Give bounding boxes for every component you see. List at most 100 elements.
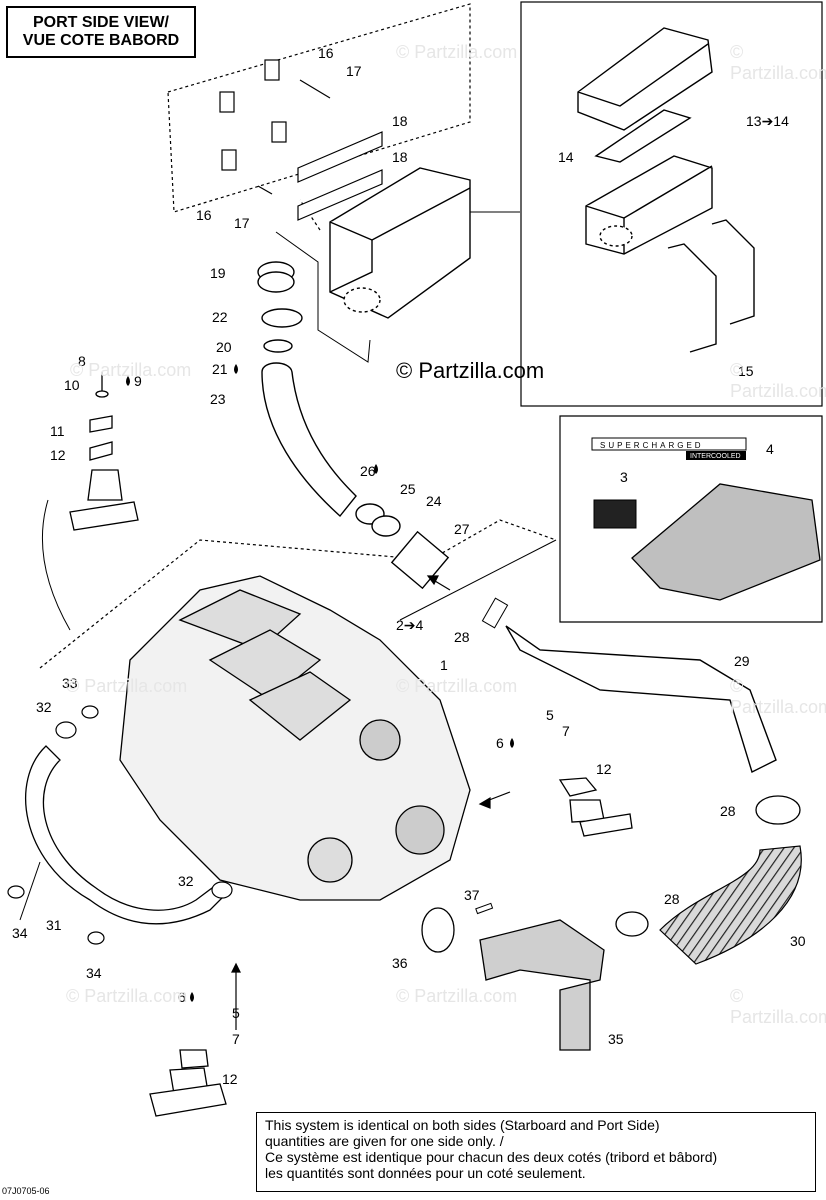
callout-label: 33 (62, 675, 78, 691)
callout-label: 21 (212, 361, 228, 377)
callout-label: 6 (178, 989, 186, 1005)
callout-label: 10 (64, 377, 80, 393)
watermark: © Partzilla.com (396, 676, 518, 696)
view-title-line1: PORT SIDE VIEW/ (32, 14, 169, 31)
reference-code: 07J0705-06 (2, 1186, 50, 1196)
callout-label: 34 (86, 965, 102, 981)
callout-label: 17 (234, 215, 250, 231)
hose-parts (257, 261, 450, 590)
engine-mount-part (69, 372, 139, 531)
clamp-part (421, 907, 455, 953)
callout-label: 5 (232, 1005, 240, 1021)
watermark: © Partzilla.com (66, 986, 188, 1006)
callout-label: 18 (392, 149, 408, 165)
callout-label: 12 (50, 447, 66, 463)
leader-lines (19, 211, 557, 921)
bracket-part (219, 59, 331, 195)
decal-supercharged (591, 437, 747, 460)
callout-labels: 16 17 18 18 16 17 13➔14 14 15 19 22 20 2… (12, 45, 806, 1087)
clamp-part (481, 597, 509, 629)
direction-arrow (231, 575, 511, 1030)
callout-label: 9 (134, 373, 142, 389)
decal-text-supercharged: SUPERCHARGED (600, 441, 704, 450)
callout-label: 15 (738, 363, 754, 379)
callout-label: 8 (78, 353, 86, 369)
intake-cover-exploded (577, 27, 713, 255)
note-box: This system is identical on both sides (… (256, 1112, 816, 1192)
callout-label: 14 (558, 149, 574, 165)
strap-part (667, 219, 755, 353)
watermark: © Partzilla.com (730, 676, 826, 717)
callout-label: 11 (50, 423, 65, 439)
callout-label: 20 (216, 339, 232, 355)
callout-label: 25 (400, 481, 416, 497)
watermark: © Partzilla.com (730, 42, 826, 83)
callout-label: 16 (196, 207, 212, 223)
copyright-text: © Partzilla.com (396, 358, 545, 383)
decal-text-intercooled: INTERCOOLED (690, 453, 741, 460)
note-line: This system is identical on both sides (… (265, 1117, 660, 1133)
callout-label: 32 (36, 699, 52, 715)
callout-label: 13➔14 (746, 113, 789, 129)
view-title-line2: VUE COTE BABORD (22, 32, 180, 49)
callout-label: 3 (620, 469, 628, 485)
view-title: PORT SIDE VIEW/ VUE COTE BABORD (6, 6, 196, 58)
engine-part (119, 575, 471, 901)
note-line: quantities are given for one side only. … (265, 1133, 504, 1149)
watermark: © Partzilla.com (730, 986, 826, 1027)
callout-label: 28 (720, 803, 736, 819)
callout-label: 24 (426, 493, 442, 509)
callout-label: 30 (790, 933, 806, 949)
watermark: © Partzilla.com (70, 360, 192, 380)
watermark: © Partzilla.com (396, 42, 518, 62)
callout-label: 7 (562, 723, 570, 739)
callout-label: 36 (392, 955, 408, 971)
callout-label: 4 (766, 441, 774, 457)
engine-mount-part (149, 777, 633, 1117)
callout-label: 22 (212, 309, 228, 325)
callout-label: 29 (734, 653, 750, 669)
callout-label: 26 (360, 463, 376, 479)
note-line: les quantités sont données pour un coté … (265, 1165, 586, 1181)
callout-label: 19 (210, 265, 226, 281)
dashed-frames (39, 3, 557, 669)
intake-cover-part (329, 167, 471, 319)
callout-label: 6 (496, 735, 504, 751)
pin-part (475, 902, 494, 915)
callout-label: 32 (178, 873, 194, 889)
callout-label: 35 (608, 1031, 624, 1047)
callout-label: 1 (440, 657, 448, 673)
clamp-part (755, 795, 801, 825)
callout-label: 2➔4 (396, 617, 424, 633)
callout-label: 27 (454, 521, 470, 537)
callout-label: 28 (664, 891, 680, 907)
callout-label: 18 (392, 113, 408, 129)
callout-label: 5 (546, 707, 554, 723)
corrugated-hose-part (659, 845, 802, 965)
air-duct-part (505, 625, 777, 773)
callout-label: 7 (232, 1031, 240, 1047)
watermark: © Partzilla.com (66, 676, 188, 696)
engine-cover-part (631, 483, 821, 601)
hose-clip-part (7, 705, 233, 945)
lubricant-drop-icon (126, 364, 514, 1002)
callout-label: 17 (346, 63, 362, 79)
callout-label: 34 (12, 925, 28, 941)
clamp-part (615, 911, 649, 937)
foam-strip-part (297, 131, 383, 221)
inset-box-intake-cover (520, 1, 823, 407)
callout-label: 37 (464, 887, 480, 903)
note-line: Ce système est identique pour chacun des… (265, 1149, 718, 1165)
watermark: © Partzilla.com (730, 360, 826, 401)
callout-label: 23 (210, 391, 226, 407)
callout-label: 16 (318, 45, 334, 61)
callout-label: 12 (596, 761, 612, 777)
watermark: © Partzilla.com (396, 986, 518, 1006)
callout-label: 28 (454, 629, 470, 645)
inset-box-decals (559, 415, 823, 623)
outlet-elbow-part (479, 919, 605, 1051)
callout-label: 12 (222, 1071, 238, 1087)
decal-label (593, 499, 637, 529)
callout-label: 31 (46, 917, 62, 933)
